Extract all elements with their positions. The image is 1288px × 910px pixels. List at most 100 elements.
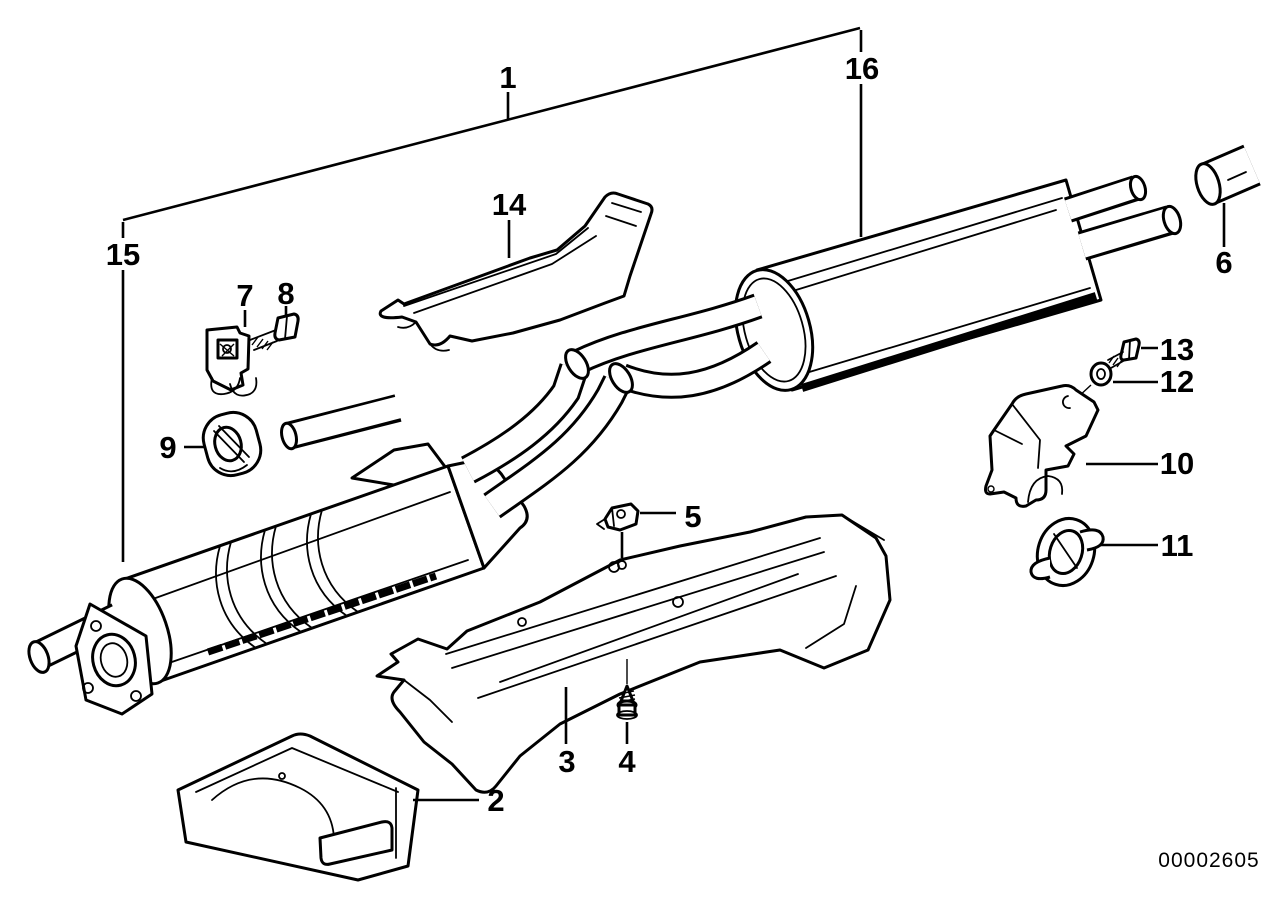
flange-hole-1 (90, 620, 102, 632)
sleeve-front-face (1194, 162, 1222, 206)
washer-12-outer (1089, 361, 1113, 387)
screw-4 (616, 684, 638, 720)
bolt-13-head-facet (1128, 340, 1131, 360)
front-muffler-top-line (149, 491, 451, 601)
ring-11-slot (1053, 533, 1078, 569)
tail-pipe-rear-end (1128, 174, 1148, 202)
callout-labels: 1 16 15 14 7 8 9 6 13 12 10 11 5 3 4 2 (106, 51, 1233, 818)
screw-4-washer (616, 710, 638, 720)
bracket-7-nut-hatch (219, 343, 235, 357)
bracket-10 (984, 384, 1100, 508)
heat-shield-2 (176, 732, 420, 882)
callout-5[interactable]: 5 (684, 499, 701, 534)
shield-hole-under-clip (617, 560, 627, 570)
heat-shield-14-rib-mid (413, 235, 597, 314)
callout-2[interactable]: 2 (487, 783, 504, 818)
grommet-9-lip (219, 464, 248, 473)
grommet-9 (201, 410, 263, 478)
bracket-10-c-hole (1062, 395, 1071, 409)
front-inlet-pipe-open-end (27, 640, 51, 674)
artwork (27, 144, 1261, 882)
clip-nut-5-body (603, 502, 640, 532)
callout-14[interactable]: 14 (492, 187, 527, 222)
callout-1[interactable]: 1 (499, 60, 516, 95)
sleeve-slot-mark (1227, 171, 1247, 181)
tail-pipe-front-inner (1078, 207, 1176, 258)
rear-muffler-shadow-band (800, 292, 1098, 392)
callout-15[interactable]: 15 (106, 237, 140, 272)
clip-nut-5-fold (596, 507, 615, 530)
grommet-9-slot (213, 425, 250, 463)
front-pipe-stub (280, 394, 403, 451)
callout-6[interactable]: 6 (1215, 245, 1232, 280)
callout-10[interactable]: 10 (1160, 446, 1194, 481)
callout-4[interactable]: 4 (618, 744, 636, 779)
heat-shield-3-hole-3 (517, 617, 527, 627)
bracket-7-nut (216, 338, 239, 360)
tail-pipe-rear-inner (1064, 177, 1142, 220)
heat-shield-3-left-fold (403, 679, 453, 723)
leader-lines (121, 26, 1226, 802)
callout-9[interactable]: 9 (159, 430, 176, 465)
bracket-7-clip-curl-1 (210, 377, 241, 396)
screw-4-head (617, 703, 637, 717)
callout-11[interactable]: 11 (1161, 528, 1194, 563)
flange-hole-3 (130, 690, 142, 702)
rear-inlet-pipe-lower-inner (618, 343, 770, 396)
heat-shield-2-hole (278, 772, 286, 780)
bracket-10-fold (993, 403, 1041, 469)
bolt-13-threads (1108, 355, 1123, 368)
bracket-7 (205, 325, 258, 397)
front-pipe-lower-inner (485, 376, 628, 516)
heat-shield-3-rail-1 (445, 537, 821, 655)
heat-shield-2-rim (195, 747, 399, 793)
heat-shield-3-rail-3 (477, 575, 837, 699)
pipe-stub-inner (285, 396, 403, 447)
front-silencer-assembly (27, 363, 631, 716)
bracket-10-saddle (1027, 475, 1064, 503)
rear-muffler-face-rim (741, 277, 807, 383)
joint-open-end-lower (608, 362, 634, 394)
bracket-10-tab-hole (987, 485, 995, 493)
callout-13[interactable]: 13 (1160, 332, 1194, 367)
heat-shield-3-hole-2 (672, 596, 684, 608)
callout-16[interactable]: 16 (845, 51, 879, 86)
rubber-ring-11 (1029, 517, 1105, 587)
flange-center-bore-inner (99, 642, 129, 678)
clip-nut-5 (596, 502, 640, 570)
pipe-stub-open-end (280, 421, 298, 451)
tunnel-heat-shield-3 (375, 513, 892, 794)
rear-muffler-bottom-line (795, 287, 1091, 377)
heat-shield-3-outline (375, 513, 892, 794)
tail-pipe-front-end (1161, 204, 1183, 236)
callout-7[interactable]: 7 (236, 278, 253, 313)
rear-inlet-pipe-upper-inner (573, 296, 762, 372)
bracket-7-nut-hole (222, 344, 232, 354)
heat-shield-3-right-fold (805, 514, 885, 649)
leader-bracket-1 (122, 26, 861, 222)
callout-3[interactable]: 3 (558, 744, 575, 779)
front-pipe-upper-inner (462, 364, 586, 481)
bolt-8 (249, 312, 300, 351)
joint-open-end-upper (564, 348, 590, 380)
front-muffler-shadow-band (206, 572, 438, 656)
rear-silencer-assembly (564, 144, 1261, 399)
rear-muffler-top-line-1 (777, 197, 1063, 285)
heat-shield-14 (378, 191, 654, 352)
bracket-10-outline (984, 384, 1100, 508)
heat-shield-2-slot (318, 820, 394, 866)
ring-11-tab-right (1079, 528, 1105, 552)
callout-8[interactable]: 8 (277, 276, 294, 311)
heat-shield-2-channel (211, 777, 335, 839)
bolt-13 (1107, 337, 1141, 369)
bolt-8-threads (251, 336, 274, 351)
clip-nut-5-hole (616, 509, 626, 519)
heat-shield-3-channel (499, 573, 799, 683)
heat-shield-14-rib-top (403, 227, 589, 307)
bolt-8-head-facet (284, 315, 288, 340)
flange-hole-2 (82, 682, 94, 694)
rear-muffler-top-line-2 (769, 209, 1057, 299)
callout-12[interactable]: 12 (1160, 364, 1194, 399)
heat-shield-14-arm-rib (605, 202, 642, 227)
